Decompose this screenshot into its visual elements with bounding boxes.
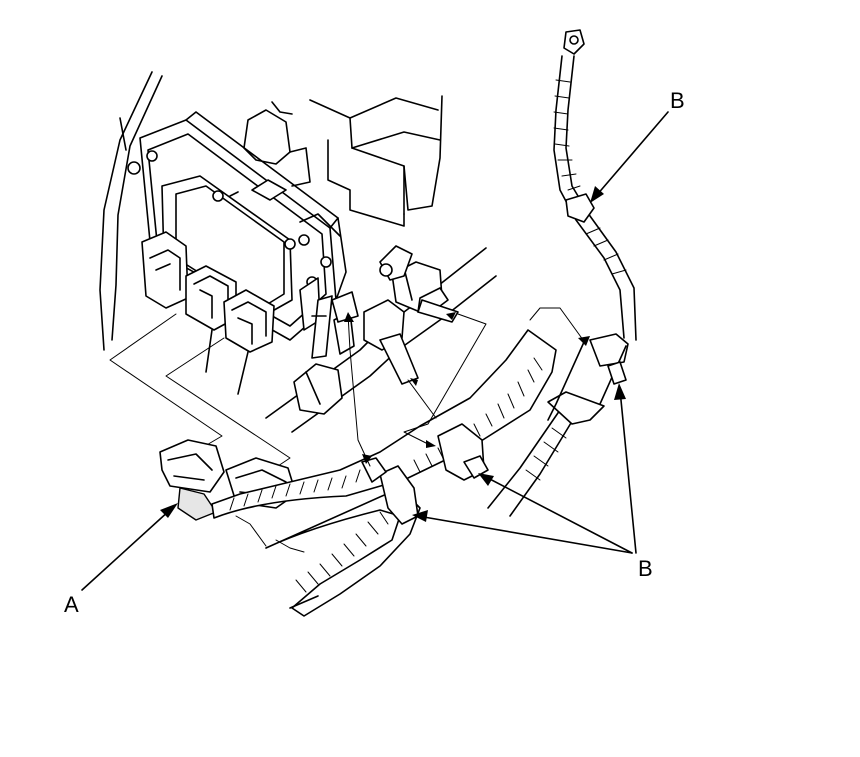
connector-leads — [205, 329, 249, 395]
ecu-connector-1 — [141, 231, 189, 309]
relay-bracket — [243, 95, 443, 227]
ground-cable — [547, 29, 637, 421]
guide-arrows — [344, 312, 590, 464]
callout-a: A — [64, 592, 79, 617]
callout-b-top: B — [670, 88, 685, 113]
callout-b-bottom: B — [638, 556, 653, 581]
harness-connector-a1 — [159, 439, 225, 521]
guide-lines-clips — [347, 307, 587, 467]
leader-a — [81, 503, 178, 591]
harness-branch-upper — [265, 245, 497, 433]
lower-tube — [487, 391, 605, 517]
ecu-connector-3 — [223, 289, 275, 353]
leader-b-bottom — [412, 383, 637, 554]
body-panel — [99, 71, 163, 351]
main-harness — [211, 329, 557, 617]
leader-b-top — [590, 111, 669, 203]
